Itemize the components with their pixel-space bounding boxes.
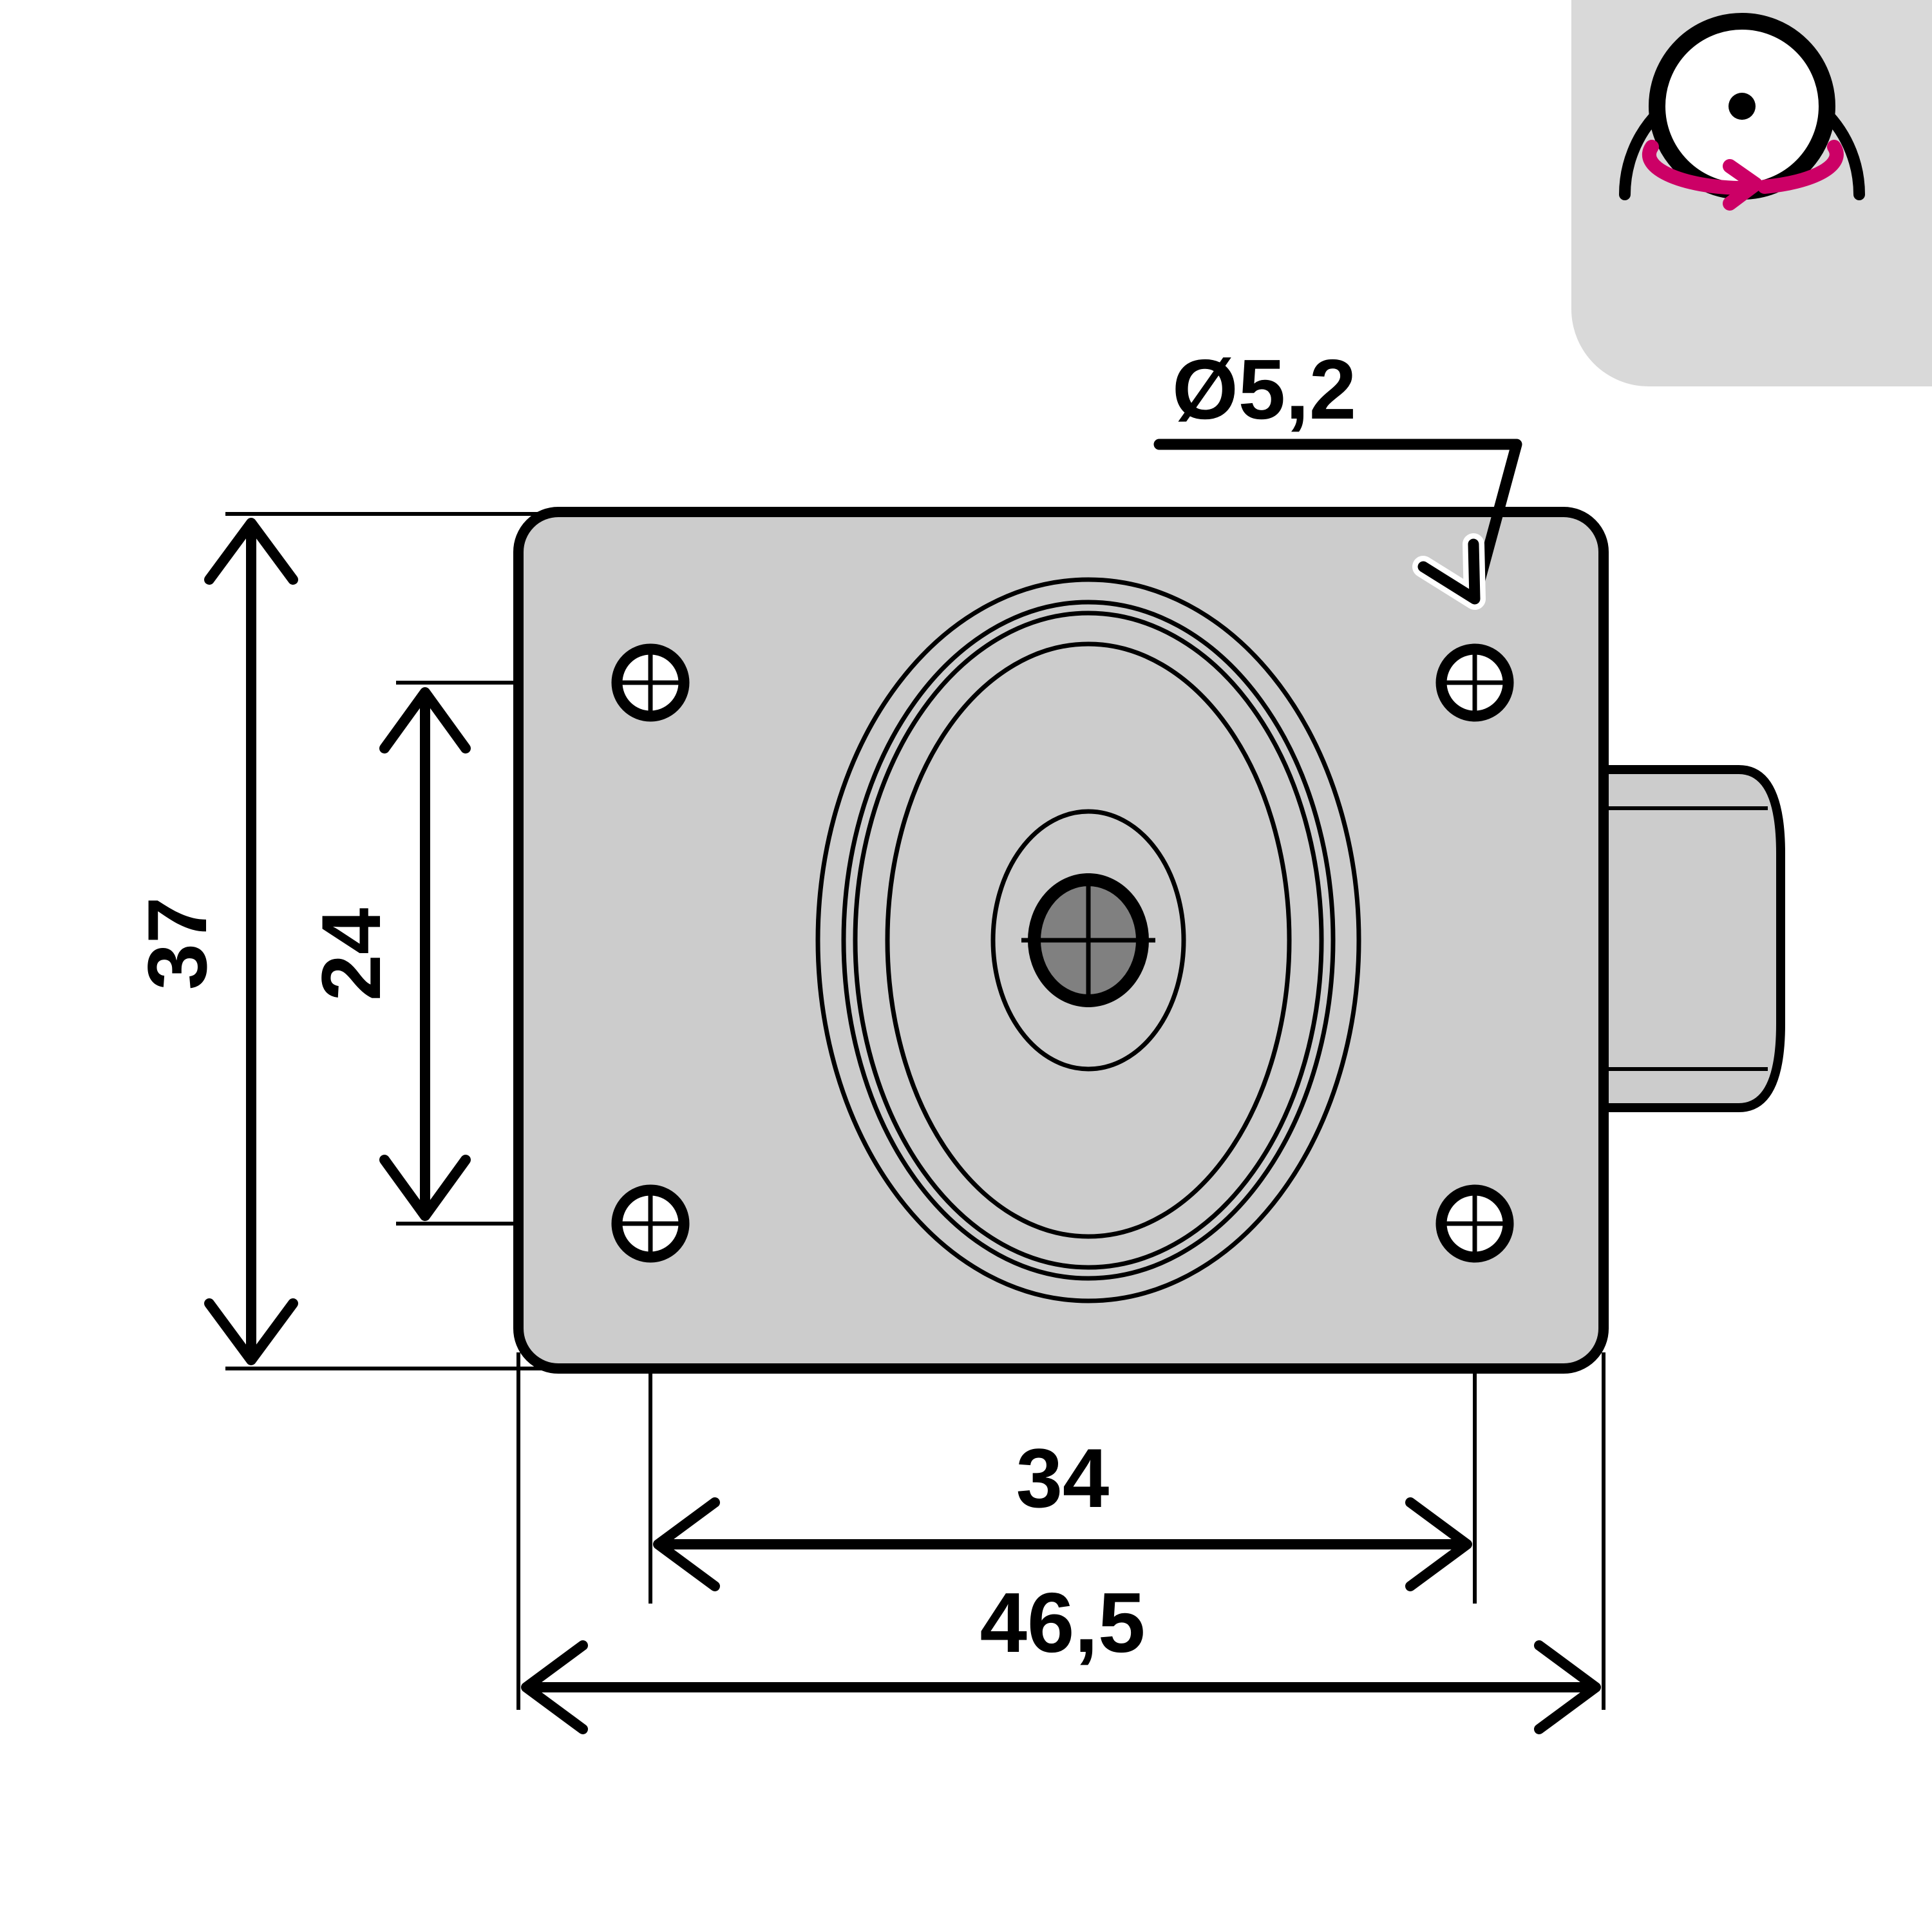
leader-line (1153, 439, 1522, 605)
dim-arrow-37-bottom (204, 1298, 298, 1365)
dimension-label-24: 24 (304, 908, 398, 1001)
screw-hole-top-left (611, 643, 690, 722)
rotation-arc-right-icon (1757, 140, 1844, 194)
rotation-arrow-head-icon (1723, 159, 1763, 211)
hole-diameter-leader (1153, 439, 1522, 610)
dimension-label-hole-diameter: Ø5,2 (1172, 342, 1356, 437)
ring-1 (815, 577, 1361, 1303)
leader-arrow-head (1417, 538, 1481, 605)
mounting-plate (513, 507, 1785, 1374)
dim-arrow-465-left (521, 1640, 588, 1734)
screw-holes (611, 643, 1514, 1263)
concentric-rings (815, 577, 1361, 1303)
ring-2 (841, 600, 1336, 1281)
ring-4 (885, 641, 1292, 1239)
wheel-axle-dot-icon (1728, 93, 1756, 120)
dim-arrow-34-left (653, 1497, 720, 1591)
ring-5 (990, 809, 1186, 1072)
axle-stem (1586, 765, 1785, 1112)
dimension-hole-pitch-height: 24 (304, 687, 471, 1221)
dimension-hole-pitch-width: 34 (653, 1431, 1472, 1591)
dimension-label-34: 34 (1016, 1431, 1110, 1525)
rotation-arc-left-icon (1642, 140, 1746, 195)
dim-arrow-24-top (379, 687, 471, 753)
swivel-castor-symbol-badge (1571, 0, 1932, 386)
dim-arrow-24-bottom (379, 1155, 471, 1221)
dim-arrow-37-top (204, 518, 298, 585)
dimension-overall-height: 37 (130, 518, 298, 1365)
dimension-label-37: 37 (130, 897, 224, 990)
dim-arrow-34-right (1405, 1497, 1472, 1591)
dim-arrow-465-right (1534, 1640, 1601, 1734)
dimension-overall-width: 46,5 (521, 1575, 1601, 1734)
dimension-label-465: 46,5 (980, 1575, 1146, 1670)
screw-hole-bottom-left (611, 1184, 690, 1263)
screw-hole-bottom-right (1435, 1184, 1514, 1263)
ring-3 (853, 611, 1324, 1270)
screw-hole-top-right (1435, 643, 1514, 722)
